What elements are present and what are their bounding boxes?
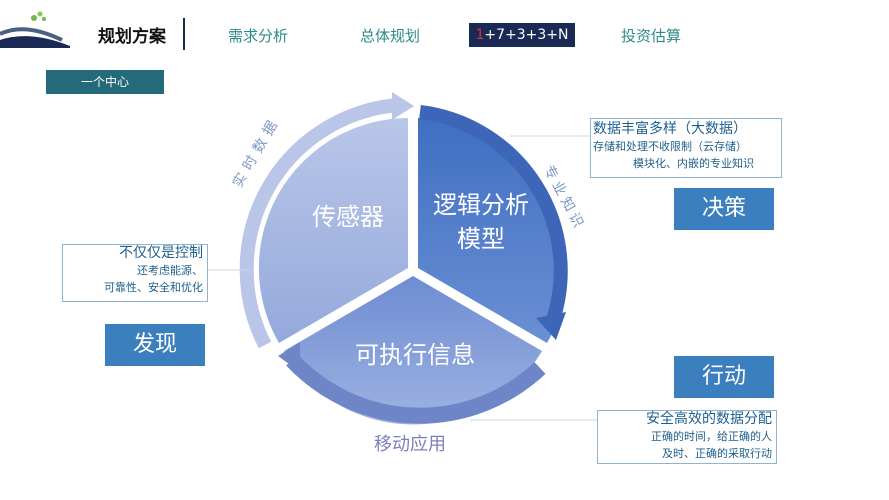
arrow-knowledge-head	[536, 312, 566, 340]
action-info-box: 安全高效的数据分配 正确的时间，给正确的人 及时、正确的采取行动	[597, 410, 777, 464]
nav-item-active-plan[interactable]: 1+7+3+3+N	[469, 23, 575, 47]
arrow-knowledge	[419, 105, 568, 323]
arrow-realtime	[239, 98, 399, 349]
arrow-mobile-head	[278, 342, 300, 372]
discover-button[interactable]: 发现	[105, 324, 205, 366]
discover-line-2: 还考虑能源、	[137, 264, 203, 277]
segment-sensor-label: 传感器	[312, 203, 384, 231]
discover-line-1: 不仅仅是控制	[119, 245, 203, 261]
decision-line-1: 数据丰富多样（大数据）	[593, 121, 747, 137]
segment-exec	[284, 276, 542, 425]
header-divider	[183, 18, 185, 50]
action-line-2: 正确的时间，给正确的人	[651, 430, 772, 443]
decision-info-box: 数据丰富多样（大数据） 存储和处理不收限制（云存储） 模块化、内嵌的专业知识	[590, 118, 782, 178]
nav-item-requirement-analysis[interactable]: 需求分析	[228, 27, 289, 45]
discover-info-box: 不仅仅是控制 还考虑能源、 可靠性、安全和优化	[62, 244, 208, 302]
segment-logic-label: 逻辑分析模型	[433, 191, 529, 253]
action-button[interactable]: 行动	[674, 356, 774, 398]
nav-active-rest: +7+3+3+N	[484, 27, 569, 43]
section-tag: 一个中心	[46, 70, 164, 94]
arrow-mobile-label: 移动应用	[374, 434, 446, 455]
segment-exec-label: 可执行信息	[355, 341, 475, 369]
action-line-3: 及时、正确的采取行动	[662, 447, 772, 460]
nav-item-overall-planning[interactable]: 总体规划	[360, 27, 421, 45]
decision-line-3: 模块化、内嵌的专业知识	[633, 157, 754, 170]
segment-sensor	[258, 118, 408, 343]
page-title: 规划方案	[98, 27, 166, 47]
action-line-1: 安全高效的数据分配	[646, 411, 772, 427]
arrow-mobile	[286, 354, 546, 424]
discover-line-3: 可靠性、安全和优化	[104, 281, 203, 294]
nav-active-highlight: 1	[475, 27, 485, 43]
nav-item-investment-estimate[interactable]: 投资估算	[621, 27, 682, 45]
arrow-realtime-head	[392, 92, 414, 120]
decision-button[interactable]: 决策	[674, 188, 774, 230]
logo-decoration	[0, 11, 70, 48]
decision-line-2: 存储和处理不收限制（云存储）	[593, 140, 747, 153]
